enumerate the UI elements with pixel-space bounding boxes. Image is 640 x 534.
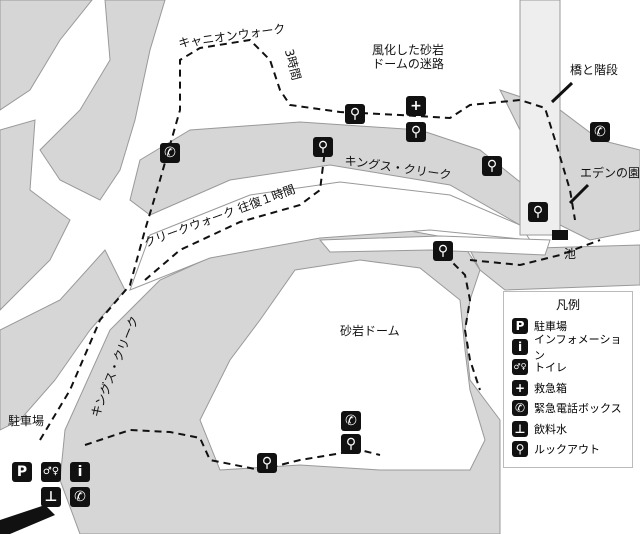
gorge — [519, 0, 561, 236]
legend-label: 駐車場 — [534, 320, 567, 334]
toilet-icon: ♂♀ — [41, 462, 61, 482]
pond-marker — [552, 230, 568, 240]
drinking-water-icon: ⊥ — [41, 487, 61, 507]
lookout-icon: ⚲ — [528, 202, 548, 222]
callout-arrows — [550, 81, 590, 205]
lookout-icon: ⚲ — [406, 122, 426, 142]
legend-title: 凡例 — [555, 298, 580, 312]
legend-item-information: i インフォメーション — [504, 333, 632, 362]
terrain-east-south — [469, 244, 640, 291]
legend-label: 救急箱 — [534, 381, 567, 395]
terrain-west — [0, 119, 71, 311]
emergency-phone-icon: ✆ — [341, 411, 361, 431]
sandstone-dome-area — [199, 259, 486, 471]
legend-item-emergency-phone: ✆ 緊急電話ボックス — [504, 398, 632, 419]
legend-label: 緊急電話ボックス — [534, 402, 622, 416]
information-icon: i — [70, 462, 90, 482]
parking-lot — [0, 505, 55, 534]
emergency-phone-icon: ✆ — [160, 143, 180, 163]
label-parking: 駐車場 — [8, 414, 45, 428]
legend-label: 飲料水 — [534, 422, 567, 436]
legend-item-toilet: ♂♀ トイレ — [504, 357, 632, 378]
label-dome-maze: 風化した砂岩ドームの迷路 — [372, 43, 445, 72]
terrain-northwest — [0, 0, 93, 111]
toilet-icon: ♂♀ — [512, 359, 528, 376]
label-sandstone-dome: 砂岩ドーム — [340, 324, 400, 338]
first-aid-icon: + — [406, 96, 426, 116]
emergency-phone-icon: ✆ — [70, 487, 90, 507]
legend-label: インフォメーション — [534, 332, 622, 362]
lookout-icon: ⚲ — [482, 156, 502, 176]
legend-item-parking: P 駐車場 — [504, 316, 632, 337]
first-aid-icon: + — [512, 379, 528, 396]
parking-icon: P — [512, 318, 528, 335]
information-icon: i — [512, 338, 528, 355]
terrain-west-lower — [0, 249, 126, 431]
legend-item-first-aid: + 救急箱 — [504, 378, 632, 399]
dome-maze-line2: ドームの迷路 — [372, 56, 444, 71]
lookout-icon: ⚲ — [257, 453, 277, 473]
dome-maze-line1: 風化した砂岩 — [372, 43, 445, 57]
parking-icon: P — [12, 462, 32, 482]
label-pond: 池 — [564, 247, 577, 261]
trail-canyon-walk — [39, 38, 576, 441]
lookout-icon: ⚲ — [512, 441, 528, 458]
emergency-phone-icon: ✆ — [512, 400, 528, 417]
trail-creek-walk — [144, 149, 326, 281]
terrain-west-ridge — [39, 0, 166, 201]
label-bridge-stairs: 橋と階段 — [570, 63, 619, 77]
legend-label: トイレ — [534, 361, 567, 375]
emergency-phone-icon: ✆ — [590, 122, 610, 142]
legend-label: ルックアウト — [534, 443, 600, 457]
lookout-icon: ⚲ — [341, 434, 361, 454]
lookout-icon: ⚲ — [313, 137, 333, 157]
lookout-icon: ⚲ — [345, 104, 365, 124]
drinking-water-icon: ⊥ — [512, 420, 528, 437]
legend-item-lookout: ⚲ ルックアウト — [504, 439, 632, 460]
trail-east — [469, 239, 601, 267]
lookout-icon: ⚲ — [433, 241, 453, 261]
legend-item-drinking-water: ⊥ 飲料水 — [504, 419, 632, 440]
label-garden-of-eden: エデンの園 — [580, 166, 640, 180]
